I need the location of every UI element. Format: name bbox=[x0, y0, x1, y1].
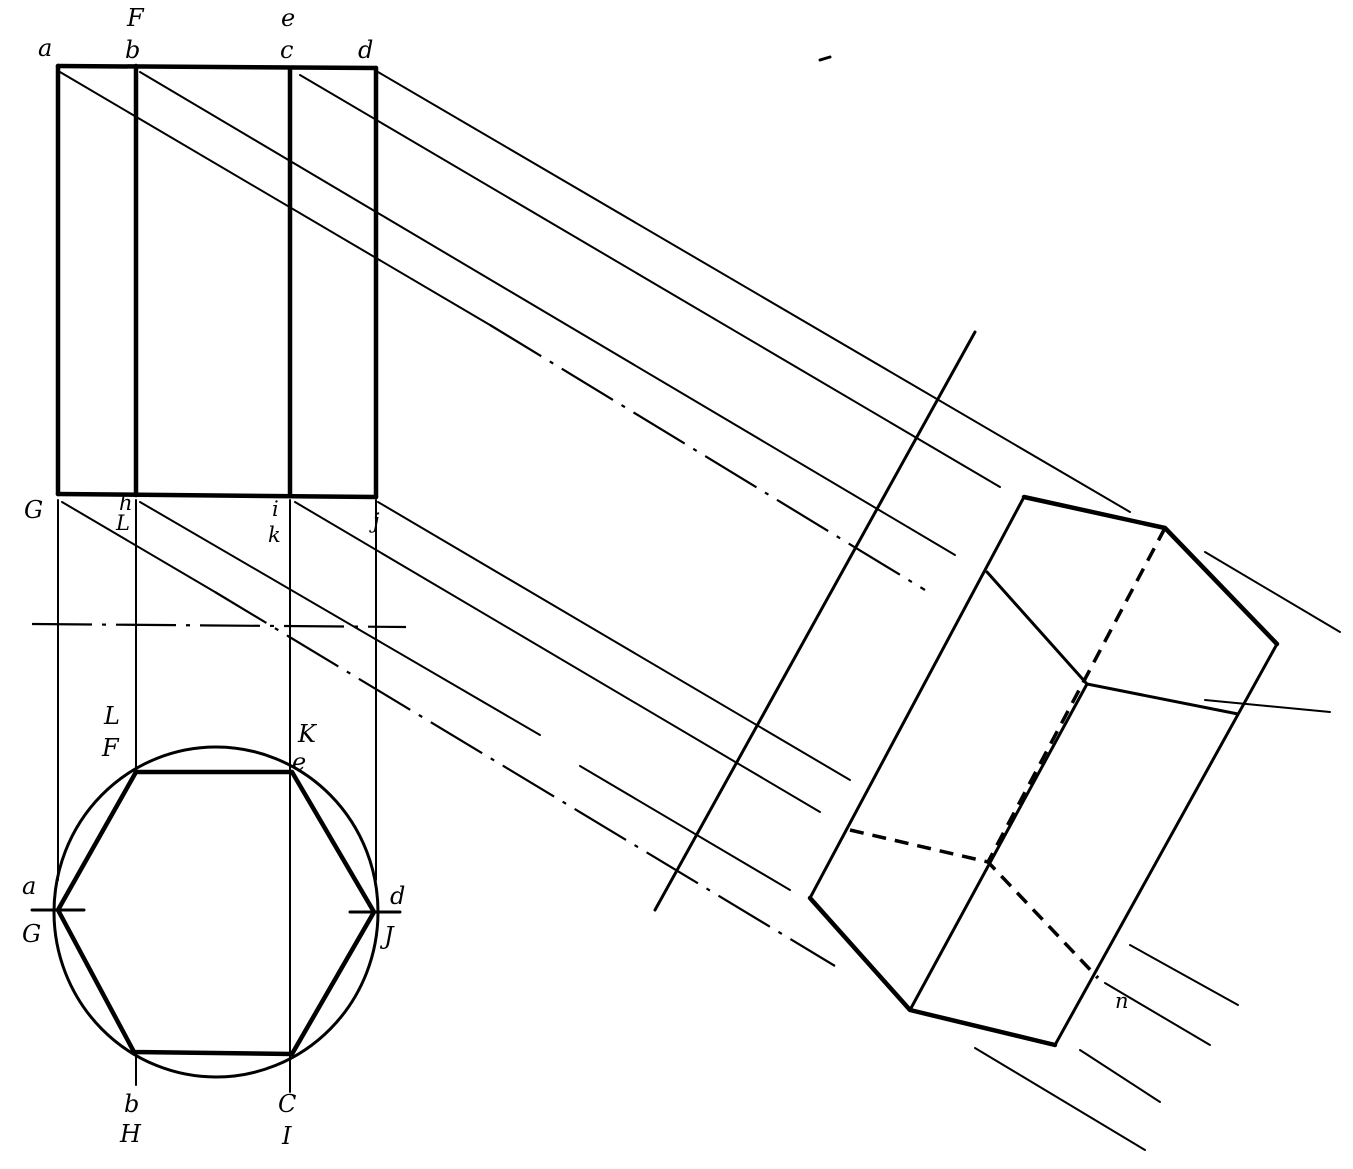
aux-top-front-edge bbox=[985, 570, 1240, 716]
top-view-labels: L F K e a G d J b H C I bbox=[22, 702, 405, 1150]
label-e-top: e bbox=[281, 4, 295, 32]
label-a-top: a bbox=[38, 34, 52, 62]
label-L-top-view: L bbox=[103, 702, 120, 730]
front-view-labels: a F b e c d G h L i k j bbox=[24, 4, 380, 547]
label-b-top-view: b bbox=[124, 1090, 139, 1118]
auxiliary-reference-line bbox=[653, 330, 977, 912]
label-b-top: b bbox=[125, 36, 140, 64]
projector-right-1 bbox=[1204, 551, 1341, 633]
projector-c bbox=[299, 74, 1001, 488]
projector-right-3 bbox=[1129, 944, 1239, 1006]
stray-mark bbox=[818, 55, 832, 62]
label-F-top-view: F bbox=[101, 734, 120, 762]
label-e-top-view: e bbox=[292, 748, 306, 776]
circumscribed-circle bbox=[52, 745, 380, 1079]
label-c-top-view: C bbox=[278, 1090, 296, 1118]
label-G-top-view: G bbox=[22, 920, 41, 948]
projector-right-4 bbox=[1104, 982, 1211, 1046]
projector-b bbox=[139, 71, 956, 556]
label-c-top: c bbox=[280, 36, 293, 64]
front-view-top-edge bbox=[55, 63, 379, 71]
projector-a-solid bbox=[59, 71, 491, 326]
inclined-projectors bbox=[59, 71, 1341, 1151]
aux-right-long-edge bbox=[1053, 642, 1279, 1047]
aux-hidden-bottom-edge bbox=[849, 828, 1100, 980]
label-I-top-view: I bbox=[281, 1122, 292, 1150]
label-L-front: L bbox=[115, 511, 130, 535]
label-d-top: d bbox=[358, 36, 373, 64]
label-H-top-view: H bbox=[119, 1120, 142, 1148]
label-K-top-view: K bbox=[297, 720, 318, 748]
projector-h-b bbox=[579, 765, 791, 891]
reference-line bbox=[31, 622, 407, 629]
projector-h-a bbox=[139, 501, 541, 736]
hexagon bbox=[55, 769, 377, 1057]
label-a-top-view: a bbox=[22, 872, 36, 900]
auxiliary-view bbox=[807, 494, 1280, 1048]
projector-g-chain bbox=[214, 591, 836, 967]
front-view bbox=[55, 63, 379, 500]
label-d-top-view: d bbox=[390, 882, 405, 910]
label-i-front: i bbox=[272, 497, 279, 521]
label-j-front: j bbox=[369, 509, 380, 533]
projector-d bbox=[377, 71, 1131, 513]
label-k-front: k bbox=[268, 523, 281, 547]
projector-right-6 bbox=[974, 1047, 1146, 1151]
label-h-front: h bbox=[119, 491, 133, 515]
label-J-top-view: J bbox=[379, 922, 395, 950]
projector-i bbox=[294, 501, 821, 813]
aux-hidden-long-edge bbox=[986, 527, 1167, 863]
front-view-bottom-edge bbox=[55, 491, 379, 500]
projector-g-solid bbox=[61, 501, 216, 593]
label-G-front: G bbox=[24, 496, 43, 524]
projector-j bbox=[377, 501, 851, 781]
projector-right-5 bbox=[1079, 1049, 1161, 1103]
aux-left-long-edge bbox=[808, 495, 1026, 900]
top-view bbox=[30, 745, 402, 1079]
label-n-aux: n bbox=[1115, 989, 1129, 1013]
projector-right-2 bbox=[1204, 699, 1331, 713]
projector-a-chain bbox=[489, 324, 926, 591]
label-f-top: F bbox=[126, 4, 145, 32]
aux-top-back-edge bbox=[1021, 494, 1280, 647]
aux-middle-long-edge bbox=[908, 682, 1089, 1012]
